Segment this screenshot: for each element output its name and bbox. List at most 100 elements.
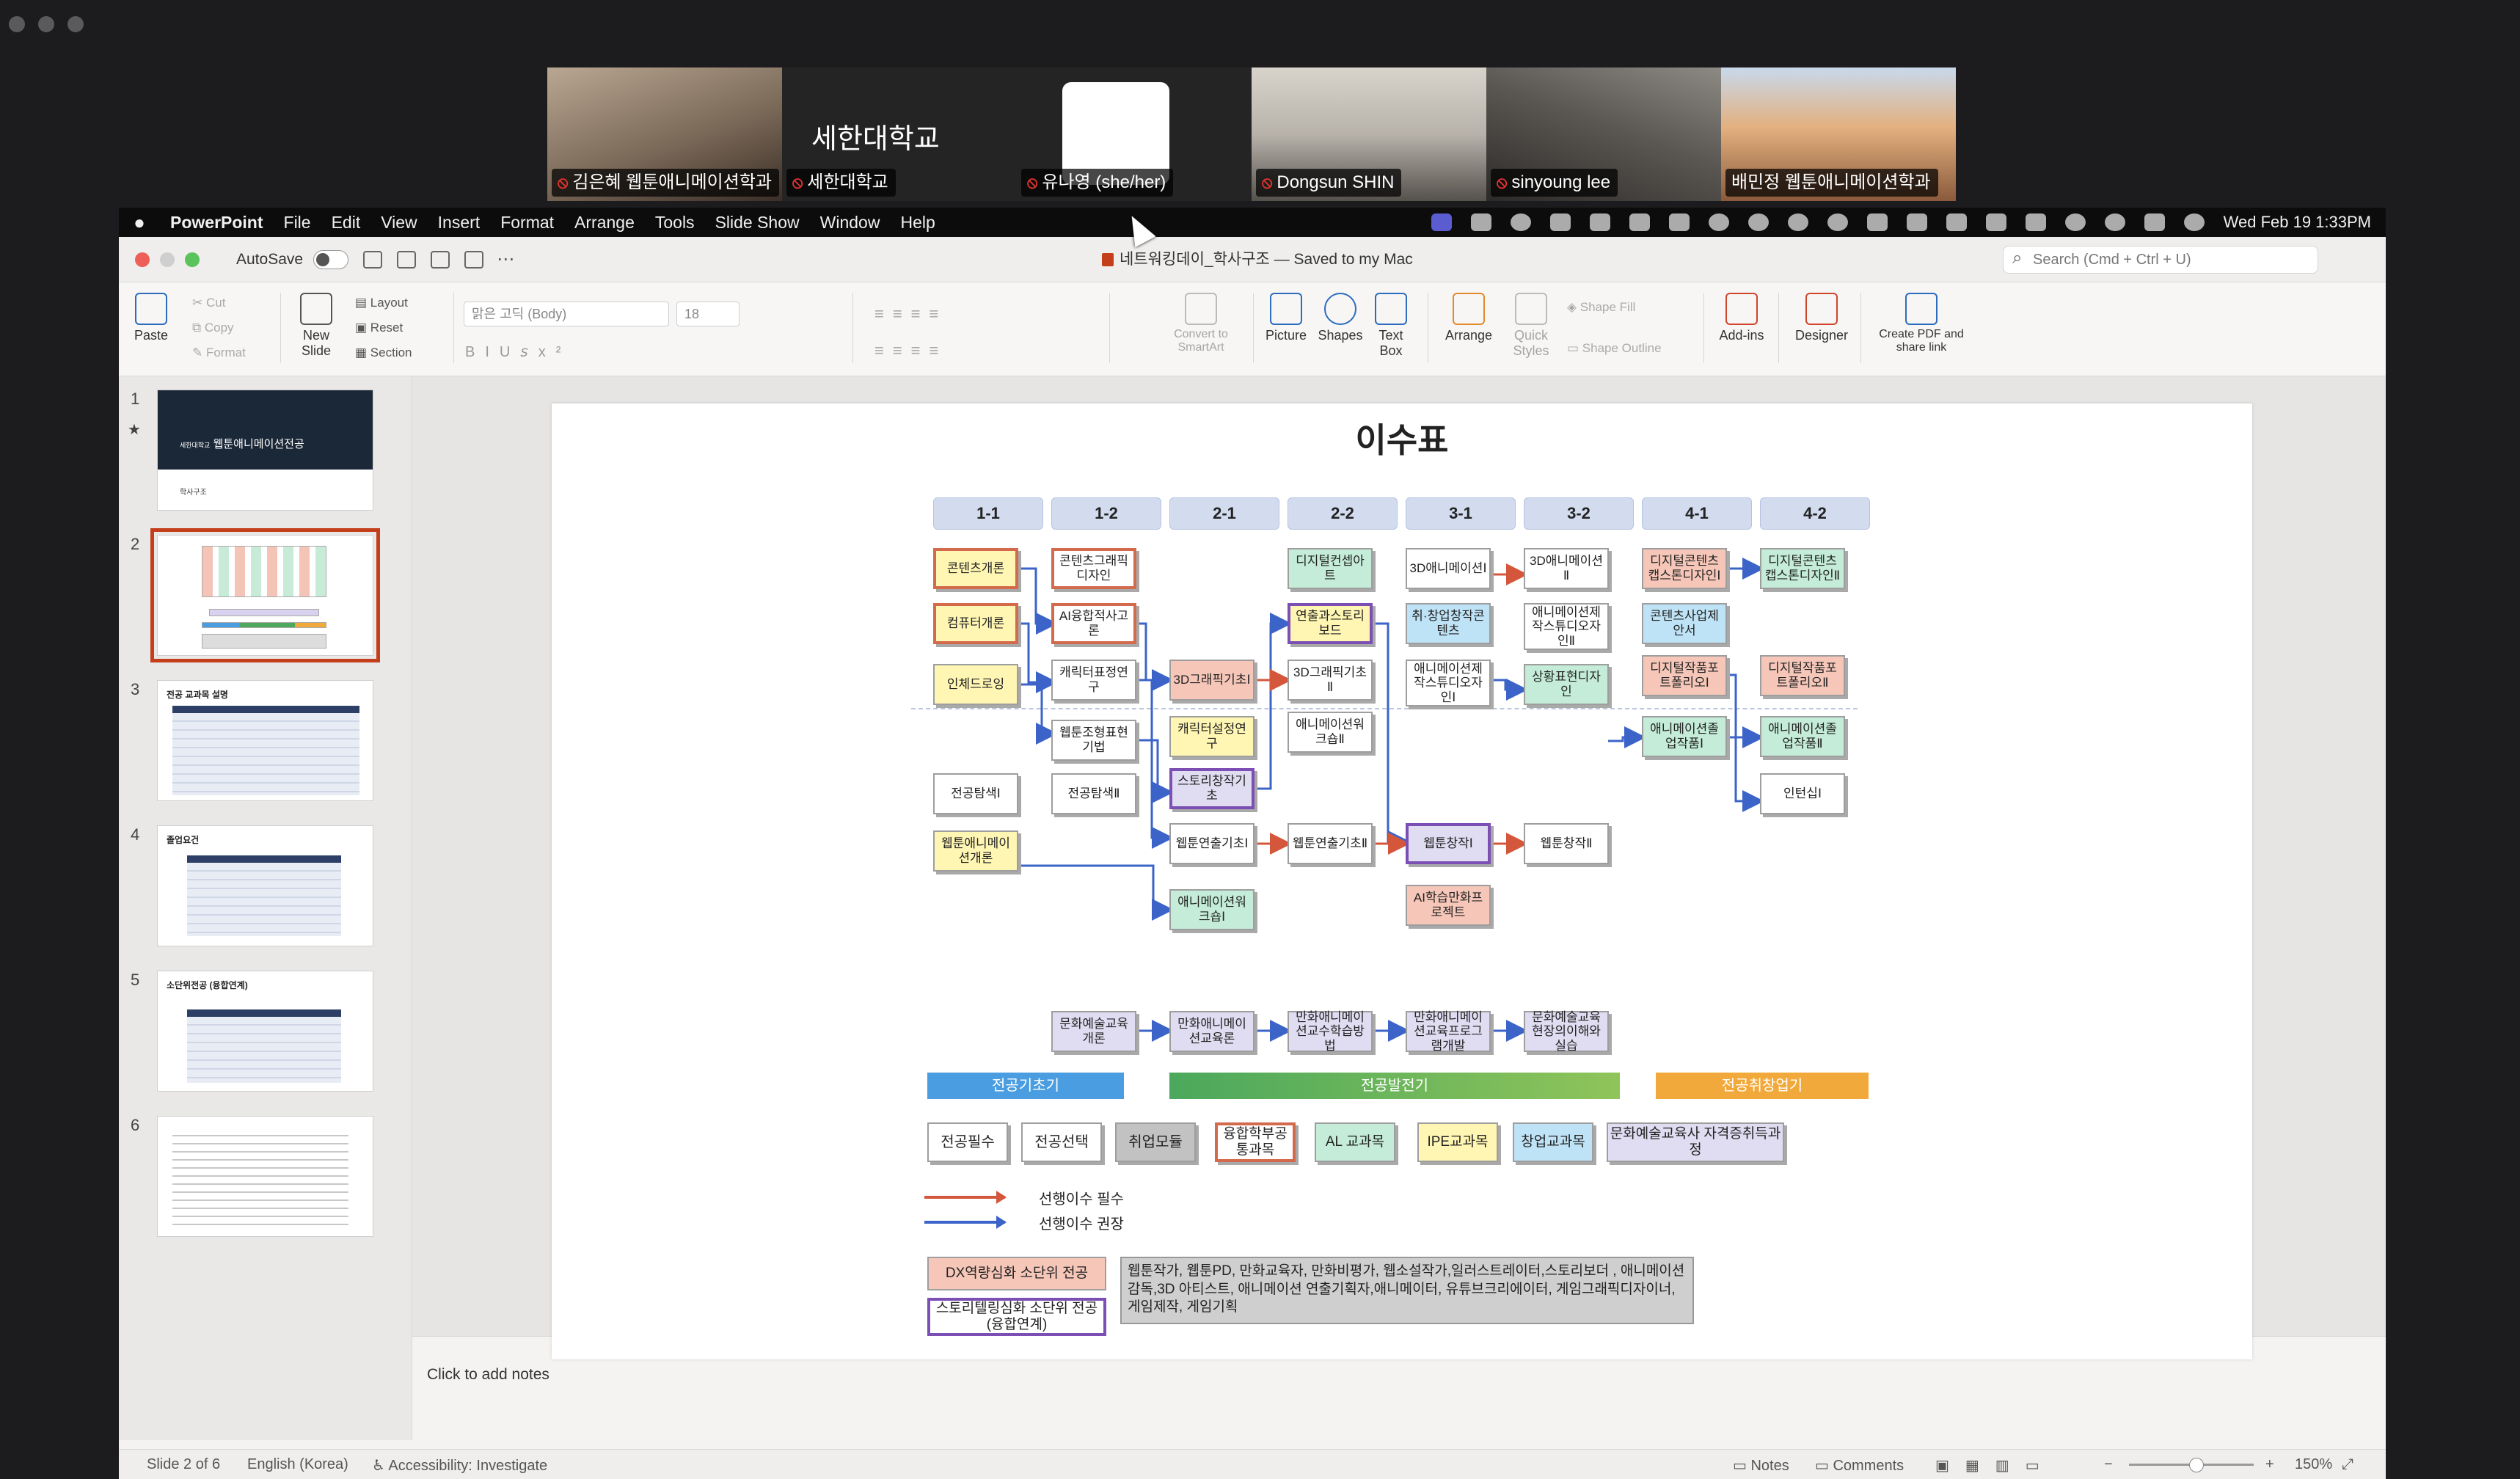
course-box[interactable]: 애니메이션제작스튜디오자인Ⅰ (1406, 660, 1491, 706)
autosave-toggle[interactable] (313, 249, 349, 269)
menu-arrange[interactable]: Arrange (574, 212, 635, 232)
creative-cloud-icon[interactable] (1510, 213, 1531, 231)
participant-tile[interactable]: ⦸유나영 (she/her) (1017, 67, 1252, 201)
course-box[interactable]: 웹툰연출기초Ⅱ (1288, 823, 1373, 864)
screen-share-icon[interactable] (1431, 213, 1452, 231)
new-slide-button[interactable]: New Slide (289, 293, 343, 359)
menu-help[interactable]: Help (900, 212, 935, 232)
slide-thumbnail-3[interactable]: 전공 교과목 설명 (157, 680, 373, 801)
course-box[interactable]: 웹툰창작Ⅱ (1524, 823, 1609, 864)
course-box[interactable]: 애니메이션졸업작품Ⅱ (1760, 716, 1845, 757)
course-box[interactable]: 캐릭터설정연구 (1169, 716, 1254, 757)
course-box[interactable]: 3D그래픽기초Ⅱ (1288, 660, 1373, 701)
course-box[interactable]: 디지털작품포트폴리오Ⅱ (1760, 655, 1845, 696)
course-box[interactable]: 웹툰창작Ⅰ (1406, 823, 1491, 864)
tools-icon[interactable] (1589, 213, 1610, 231)
addins-button[interactable]: Add-ins (1712, 293, 1771, 343)
accessibility-status[interactable]: ♿ Accessibility: Investigate (372, 1458, 548, 1474)
font-size-select[interactable]: 18 (676, 302, 739, 326)
course-box[interactable]: 웹툰연출기초Ⅰ (1169, 823, 1254, 864)
battery-icon[interactable] (1985, 213, 2006, 231)
menu-tools[interactable]: Tools (654, 212, 695, 232)
course-box[interactable]: 웹툰애니메이션개론 (933, 830, 1018, 872)
undo-icon[interactable] (431, 250, 450, 269)
clock-icon[interactable] (1787, 213, 1808, 231)
menubar-clock[interactable]: Wed Feb 19 1:33PM (2223, 213, 2371, 231)
course-box[interactable]: AI학습만화프로젝트 (1406, 885, 1491, 926)
fit-slide-icon[interactable]: ⤢ (2342, 1456, 2353, 1472)
minimize-dot-icon[interactable] (38, 16, 54, 32)
save-icon[interactable] (397, 250, 417, 269)
course-box[interactable]: 디지털컨셉아트 (1288, 548, 1373, 589)
edu-course-box[interactable]: 만화애니메이션교육프로그램개발 (1406, 1010, 1491, 1053)
camera-icon[interactable] (1470, 213, 1491, 231)
course-box[interactable]: 콘텐츠개론 (933, 548, 1018, 589)
zoom-out-button[interactable]: − (2104, 1456, 2113, 1472)
glasses-icon[interactable] (1668, 213, 1690, 231)
course-box[interactable]: 3D그래픽기초Ⅰ (1169, 660, 1254, 701)
designer-button[interactable]: Designer (1789, 293, 1855, 343)
menu-format[interactable]: Format (500, 212, 555, 232)
textbox-button[interactable]: Text Box (1369, 293, 1413, 359)
font-family-select[interactable]: 맑은 고딕 (Body) (464, 302, 669, 326)
list-buttons[interactable]: ≡≡≡≡ (874, 304, 948, 323)
course-box[interactable]: 웹툰조형표현기법 (1051, 720, 1136, 761)
course-box[interactable]: 컴퓨터개론 (933, 603, 1018, 644)
menu-edit[interactable]: Edit (331, 212, 361, 232)
course-box[interactable]: 콘텐츠사업제안서 (1642, 603, 1727, 644)
document-title[interactable]: 네트워킹데이_학사구조 — Saved to my Mac (1102, 237, 1413, 282)
section-button[interactable]: ▦ Section (355, 346, 412, 359)
course-box[interactable]: 전공탐색Ⅱ (1051, 773, 1136, 814)
fullscreen-button[interactable] (185, 252, 200, 267)
edu-course-box[interactable]: 만화애니메이션교수학습방법 (1288, 1010, 1373, 1053)
quick-styles-button[interactable]: Quick Styles (1505, 293, 1557, 359)
more-icon[interactable]: ⋯ (497, 249, 515, 269)
layout-button[interactable]: ▤ Layout (355, 296, 408, 310)
copy-button[interactable]: ⧉ Copy (192, 321, 234, 335)
participant-tile[interactable]: ⦸Dongsun SHIN (1252, 67, 1486, 201)
convert-smartart-button[interactable]: Convert to SmartArt (1161, 293, 1241, 354)
cut-button[interactable]: ✂ Cut (192, 296, 226, 310)
language-status[interactable]: English (Korea) (247, 1456, 348, 1472)
slide-thumbnail-5[interactable]: 소단위전공 (융합연계) (157, 971, 373, 1092)
zoom-dot-icon[interactable] (67, 16, 84, 32)
course-box[interactable]: 전공탐색Ⅰ (933, 773, 1018, 814)
course-box[interactable]: 연출과스토리보드 (1288, 603, 1373, 644)
course-box[interactable]: 인체드로잉 (933, 664, 1018, 705)
course-box[interactable]: 3D애니메이션Ⅱ (1524, 548, 1609, 589)
chat-icon[interactable] (1708, 213, 1729, 231)
minor-storytelling[interactable]: 스토리텔링심화 소단위 전공 (융합연계) (927, 1298, 1106, 1336)
course-box[interactable]: 3D애니메이션Ⅰ (1406, 548, 1491, 589)
course-box[interactable]: 상황표현디자인 (1524, 664, 1609, 705)
slide-thumbnail-4[interactable]: 졸업요건 (157, 825, 373, 946)
shape-fill-button[interactable]: ◈ Shape Fill (1567, 300, 1636, 314)
shape-outline-button[interactable]: ▭ Shape Outline (1567, 341, 1662, 355)
redo-icon[interactable] (464, 250, 484, 269)
menu-file[interactable]: File (283, 212, 311, 232)
menu-insert[interactable]: Insert (437, 212, 481, 232)
zoom-level[interactable]: 150% (2295, 1456, 2333, 1472)
reset-button[interactable]: ▣ Reset (355, 321, 403, 335)
volume-icon[interactable] (1866, 213, 1888, 231)
slide-thumbnail-6[interactable] (157, 1116, 373, 1237)
minor-dx[interactable]: DX역량심화 소단위 전공 (927, 1257, 1106, 1290)
close-button[interactable] (135, 252, 150, 267)
minimize-button[interactable] (160, 252, 175, 267)
slide-thumbnail-1[interactable]: 세한대학교 웹툰애니메이션전공 학사구조 (157, 390, 373, 511)
arrange-button[interactable]: Arrange (1439, 293, 1498, 343)
spotlight-search-icon[interactable] (2064, 213, 2086, 231)
create-pdf-button[interactable]: Create PDF and share link (1874, 293, 1969, 354)
edu-course-box[interactable]: 만화애니메이션교육론 (1169, 1011, 1254, 1052)
shapes-button[interactable]: Shapes (1315, 293, 1366, 343)
sidebar-icon[interactable] (1629, 213, 1650, 231)
airdrop-icon[interactable] (1827, 213, 1848, 231)
notes-button[interactable]: ▭ Notes (1733, 1458, 1789, 1474)
align-buttons[interactable]: ≡≡≡≡ (874, 341, 948, 359)
course-box[interactable]: 콘텐츠그래픽디자인 (1051, 548, 1136, 589)
participant-tile[interactable]: ⦸김은혜 웹툰애니메이션학과 (547, 67, 782, 201)
course-box[interactable]: 인턴십Ⅰ (1760, 773, 1845, 814)
menu-app-name[interactable]: PowerPoint (170, 212, 263, 232)
slide-thumbnail-2-selected[interactable] (150, 528, 380, 662)
bluetooth-icon[interactable] (1906, 213, 1927, 231)
slide-2[interactable]: 이수표 1-1 1-2 2-1 2-2 3-1 3-2 4-1 4-2 (552, 403, 2252, 1359)
